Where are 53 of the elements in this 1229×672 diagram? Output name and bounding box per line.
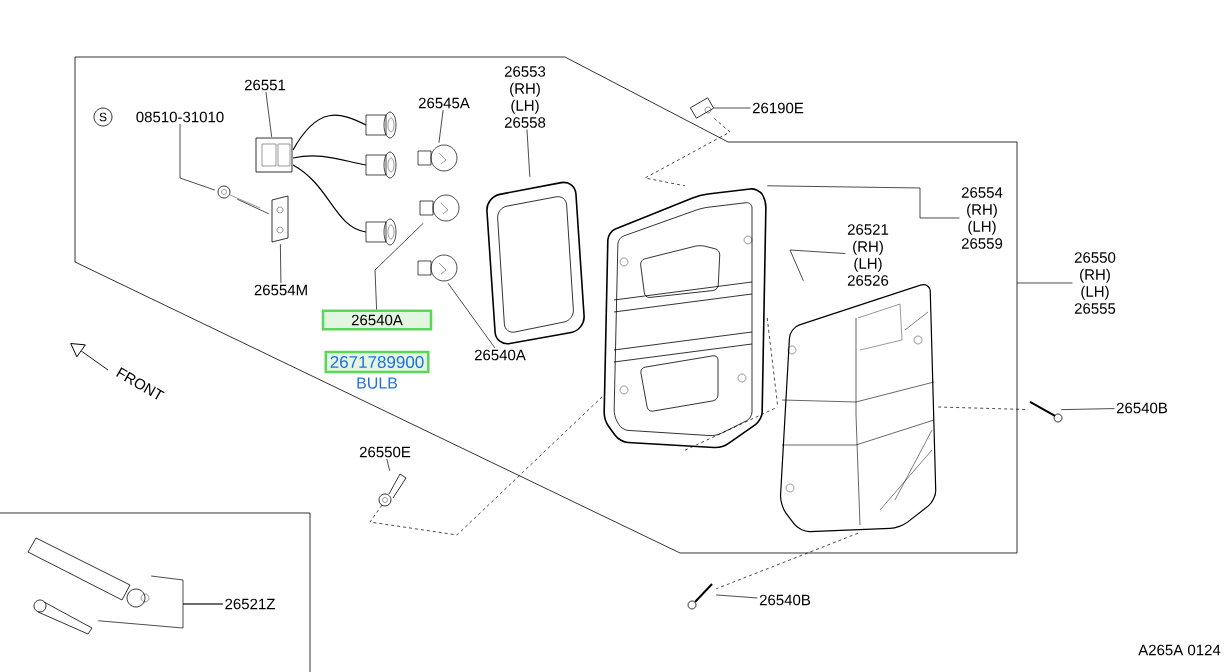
- leader-line: [438, 109, 444, 144]
- callout-number: 26540A: [472, 348, 528, 362]
- sealant-tube-drawing: [27, 537, 150, 608]
- leader-line: [386, 458, 391, 472]
- leader-line: [715, 594, 758, 599]
- assembly-line: [684, 406, 779, 451]
- gasket-drawing: [486, 181, 585, 345]
- lamp-housing-drawing: [603, 188, 767, 449]
- leader-line: [713, 107, 751, 109]
- leader-line: [97, 603, 224, 629]
- bulb-drawing: [417, 144, 458, 172]
- screw-drawing: [1029, 401, 1063, 423]
- assembly-line: [369, 395, 604, 536]
- bulb-drawing: [419, 194, 460, 222]
- screw-drawing: [687, 583, 713, 610]
- nozzle-drawing: [33, 599, 93, 635]
- callout-number: 26521 (RH) (LH) 26526: [845, 222, 891, 288]
- clip-drawing: [689, 97, 715, 119]
- callout-number: 26540B: [1114, 401, 1170, 415]
- bracket-drawing: [271, 195, 289, 243]
- leader-line: [179, 123, 216, 191]
- leader-line: [766, 185, 960, 219]
- nut-drawing: [378, 473, 407, 507]
- highlight-box: 2671789900: [324, 350, 430, 374]
- assembly-line: [644, 118, 731, 187]
- leader-line: [265, 91, 273, 138]
- callout-number: 26190E: [750, 101, 806, 115]
- callout-number: 26554M: [252, 283, 310, 297]
- callout-number: 26545A: [416, 96, 472, 110]
- leader-line: [1060, 408, 1115, 410]
- leader-line: [526, 129, 531, 178]
- leader-line: [1016, 282, 1073, 284]
- leader-line: [447, 282, 496, 349]
- caption-text: BULB: [357, 377, 398, 389]
- leader-line: [280, 243, 282, 284]
- leader-line: [374, 222, 424, 310]
- callout-number: 26521Z: [223, 597, 277, 611]
- callout-number: 26554 (RH) (LH) 26559: [959, 185, 1005, 251]
- callout-number: 08510-31010: [134, 110, 226, 124]
- callout-number: 26550 (RH) (LH) 26555: [1072, 250, 1118, 316]
- connector-drawing: [255, 137, 293, 173]
- lens-drawing: [779, 284, 937, 533]
- callout-number: 26553 (RH) (LH) 26558: [502, 64, 548, 130]
- leader-line: [236, 198, 270, 215]
- callout-number: 26540B: [757, 593, 813, 607]
- assembly-line: [937, 406, 1028, 410]
- callout-number: 26550E: [357, 445, 413, 459]
- screw-drawing: [217, 185, 261, 209]
- leader-line: [789, 249, 846, 282]
- callout-number: 26551: [242, 78, 288, 92]
- drawing-code: A265A 0124: [1138, 644, 1221, 656]
- highlight-box: 26540A: [321, 309, 433, 331]
- bulb-drawing: [417, 254, 458, 282]
